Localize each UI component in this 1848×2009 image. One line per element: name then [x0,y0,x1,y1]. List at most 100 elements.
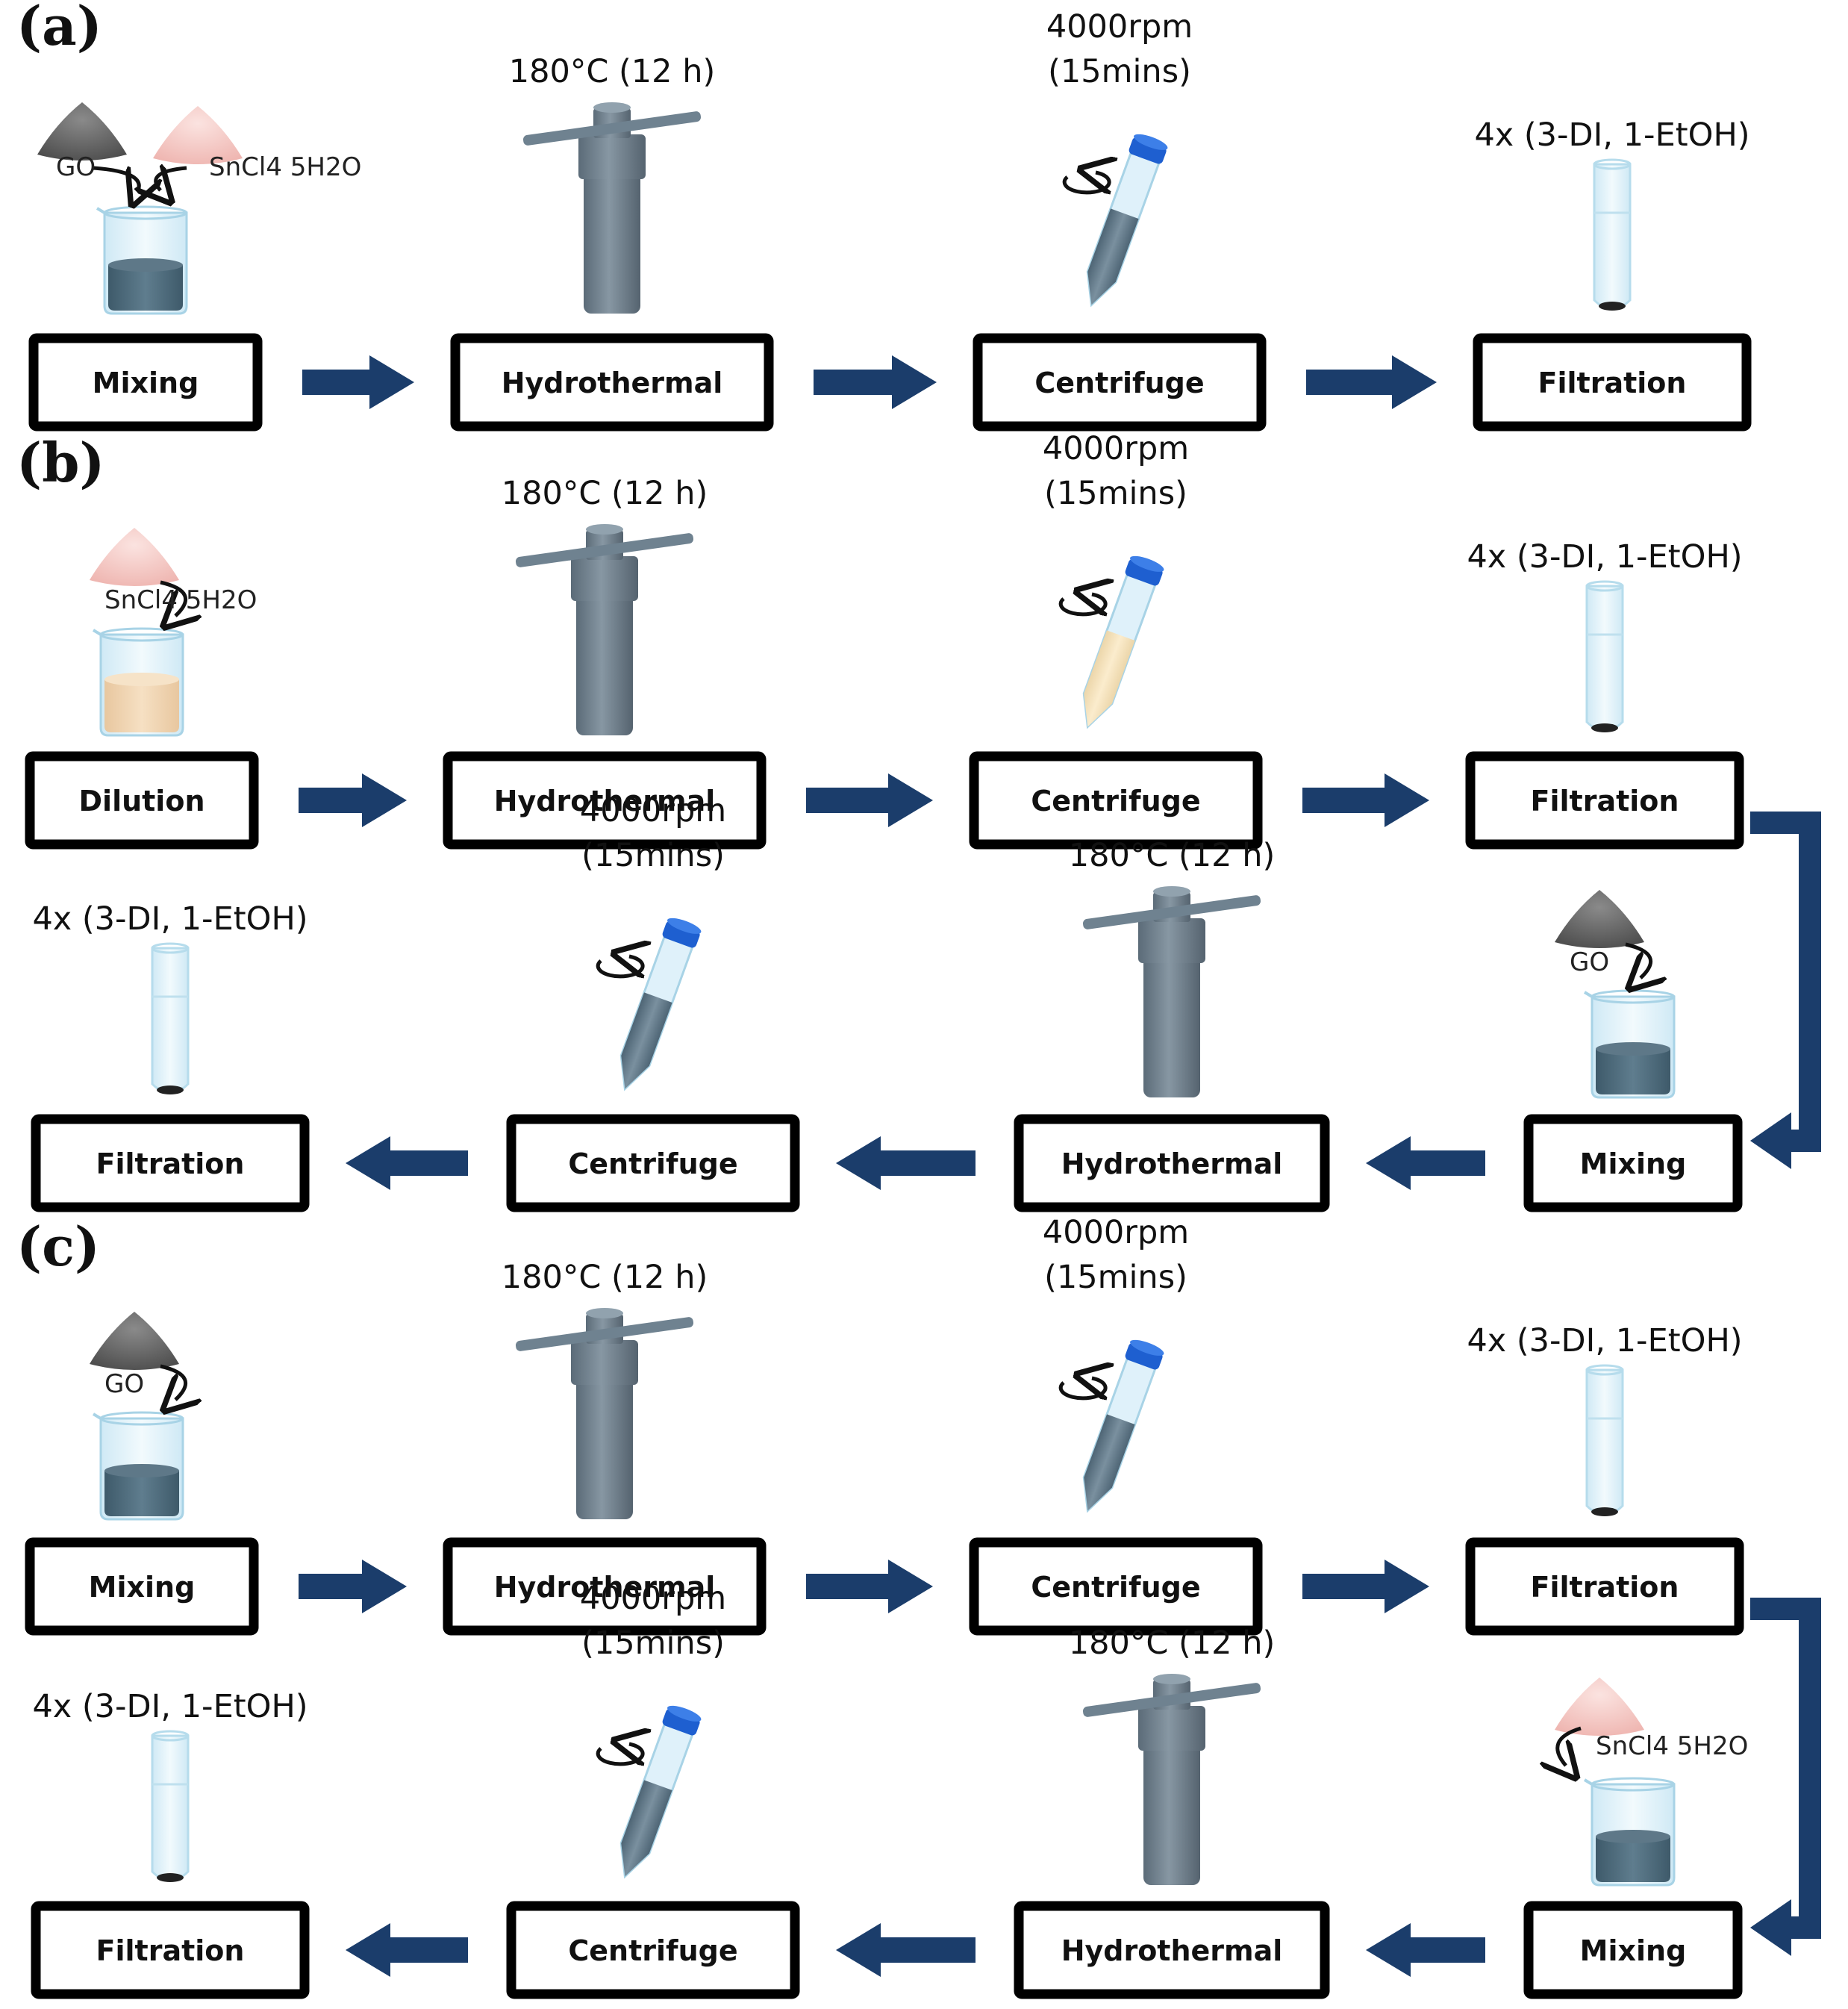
panel-1-row2-step-1-centrifuge-tube-icon-spin-icon [596,956,643,977]
panel-1-row2-arrow-2 [836,1136,975,1190]
panel-1-row1-step-0-reagent-curve-arrow [160,580,186,616]
panel-0-row1-step-3-box: Filtration [1473,333,1752,432]
panel-1-row1-step-2-condition-time: (15mins) [1044,475,1187,512]
panel-0-row1-step-2-centrifuge-tube-icon-spin-icon [1062,172,1109,193]
panel-1-row1-step-0-beaker-tan-icon [92,627,184,737]
panel-2-row2-step-2-label: Hydrothermal [1061,1934,1283,1967]
panel-2-row1-step-1-autoclave-icon [515,1308,694,1519]
panel-1-row2-step-1-frame [506,1114,800,1212]
panel-1-row1-step-3-frame [1465,751,1744,850]
panel-1-row2-step-3-frame [1523,1114,1743,1212]
panel-2-row2-arrow-2 [836,1923,975,1977]
panel-2-row2-step-3-reagent-curve-arrow [1558,1726,1581,1766]
panel-2-row1-step-2-centrifuge-tube-icon-spin-icon [1058,1378,1105,1398]
panel-1-row2-step-2-autoclave-icon [1082,886,1261,1097]
panel-1-row2-step-3-box: Mixing [1523,1114,1743,1212]
panel-1-row2-step-0-box: Filtration [31,1114,310,1212]
panel-1-row1-step-1-condition: 180°C (12 h) [502,475,708,512]
panel-1-row2-step-3-label: Mixing [1580,1147,1687,1180]
panel-2-row2-step-1-condition-speed: 4000rpm [580,1580,726,1617]
panel-1-row1-step-1-frame [443,751,767,850]
panel-1-row2-step-2-label: Hydrothermal [1061,1147,1283,1180]
panel-2-row2-step-3-sncl4-powder-icon [1555,1678,1644,1736]
panel-2-row1-arrow-0 [299,1560,407,1613]
panel-0-row1-step-0-reagent-go: GO [56,152,96,182]
panel-2-row2-step-3-beaker-gray-icon [1583,1777,1676,1887]
panel-2-row2-step-2-autoclave-icon [1082,1674,1261,1885]
panel-2-row1-step-0-beaker-gray-icon [92,1411,184,1521]
panel-1-row1-step-0-box: Dilution [25,751,259,850]
panel-0-row1-step-3-test-tube-icon [1593,158,1632,311]
panel-0-label: (a) [16,0,102,57]
panel-1-row2-step-1-centrifuge-tube-icon [596,918,702,1091]
panel-1-row2-step-1-label: Centrifuge [568,1147,737,1180]
panel-0-row1-step-0-reagent-sncl4: SnCl4 5H2O [209,152,361,182]
panel-0-row1-step-0-box: Mixing [28,333,263,432]
panel-2-row2-step-1-frame [506,1901,800,1999]
panel-1-row2-step-3-reagent-curve-arrow [1626,942,1651,978]
panel-0-row1-step-0-label: Mixing [93,367,199,399]
panel-1-row1-step-2-centrifuge-tube-icon-spin-icon [1058,594,1105,614]
panel-2-row2-step-1-condition-time: (15mins) [581,1625,725,1662]
panel-0-row1-step-1-frame [450,333,774,432]
panel-2-row1-step-3-box: Filtration [1465,1537,1744,1636]
panel-1-row1-step-2-condition-speed: 4000rpm [1043,430,1189,467]
panel-2-row1-step-3-test-tube-icon [1585,1364,1624,1516]
panel-1-row2-step-0-condition: 4x (3-DI, 1-EtOH) [32,900,308,938]
panel-0-row1-step-3-condition: 4x (3-DI, 1-EtOH) [1474,116,1749,154]
panel-1-row1-step-2-label: Centrifuge [1031,785,1200,817]
panel-2-row1-step-1-condition: 180°C (12 h) [502,1259,708,1296]
panel-1-elbow-arrow [1750,812,1821,1169]
panel-2-row2-step-0-frame [31,1901,310,1999]
panel-2-row2-step-1-box: Centrifuge [506,1901,800,1999]
panel-1-row2-step-0-test-tube-icon [151,942,190,1094]
panel-1-row1-step-3-box: Filtration [1465,751,1744,850]
panel-2-row2-step-0-label: Filtration [96,1934,245,1967]
panel-2-row2-step-3-frame [1523,1901,1743,1999]
panel-2-row2-step-2-condition: 180°C (12 h) [1069,1625,1275,1662]
panel-0-row1-step-0-sncl4-powder-icon [153,106,243,164]
panel-2-row1-step-2-condition-time: (15mins) [1044,1259,1187,1296]
panel-2-row2-arrow-3 [1366,1923,1485,1977]
panel-0-row1-step-0-go-powder-icon [37,102,127,161]
panel-2-row2-step-2-box: Hydrothermal [1014,1901,1330,1999]
panel-0-row1-step-0-sncl4-curve-arrow [156,168,187,190]
panel-2-row2-step-0-condition: 4x (3-DI, 1-EtOH) [32,1688,308,1725]
panel-2-row2-step-3-label: Mixing [1580,1934,1687,1967]
panel-2-row2-step-0-test-tube-icon [151,1730,190,1882]
panel-0-row1-step-1-box: Hydrothermal [450,333,774,432]
panel-0-row1-step-0-go-curve-arrow [93,166,139,190]
panel-0-row1-arrow-0 [302,355,414,409]
panel-1-row1-step-0-frame [25,751,259,850]
panel-0-row1-arrow-2 [1306,355,1437,409]
panel-2-row1-step-2-condition-speed: 4000rpm [1043,1214,1189,1251]
panel-1-row1-step-1-autoclave-icon [515,524,694,735]
panel-0-row1-step-2-condition-speed: 4000rpm [1046,8,1193,46]
panel-1-row2-step-1-box: Centrifuge [506,1114,800,1212]
panel-1-row2-step-1-condition-speed: 4000rpm [580,792,726,829]
panel-2-row1-arrow-2 [1302,1560,1429,1613]
panel-2-row1-step-2-label: Centrifuge [1031,1571,1200,1604]
panel-0-row1-step-2-label: Centrifuge [1034,367,1204,399]
panel-1-row1-step-1-box: Hydrothermal [443,751,767,850]
panel-2-row1-step-0-reagent-curve-arrow [160,1364,186,1400]
panel-1-row1-step-0-label: Dilution [79,785,205,817]
panel-2-row1-step-2-frame [969,1537,1263,1636]
panel-2-row1-step-0-go-powder-icon [90,1312,179,1370]
panel-2-row2-step-1-centrifuge-tube-icon [596,1705,702,1879]
panel-1-row2-arrow-1 [346,1136,468,1190]
panel-1-row1-step-2-box: Centrifuge [969,751,1263,850]
panel-2-row1-step-2-box: Centrifuge [969,1537,1263,1636]
panel-2-row1-arrow-1 [806,1560,933,1613]
panel-1-row1-step-0-sncl4-powder-icon [90,528,179,586]
panel-2-row2-step-0-box: Filtration [31,1901,310,1999]
panel-0-row1-step-2-box: Centrifuge [973,333,1267,432]
panel-2-row2-arrow-1 [346,1923,468,1977]
panel-1-row1-step-0-reagent-label: SnCl4 5H2O [104,585,257,615]
panel-1-row2-step-0-label: Filtration [96,1147,245,1180]
panel-1-row1-step-3-condition: 4x (3-DI, 1-EtOH) [1467,538,1742,576]
panel-0-row1-arrow-1 [814,355,937,409]
panel-0-row1-step-0-beaker-gray-icon [96,205,188,315]
panel-2-row1-step-3-frame [1465,1537,1744,1636]
panel-0-row1-step-2-centrifuge-tube-icon [1062,134,1168,308]
